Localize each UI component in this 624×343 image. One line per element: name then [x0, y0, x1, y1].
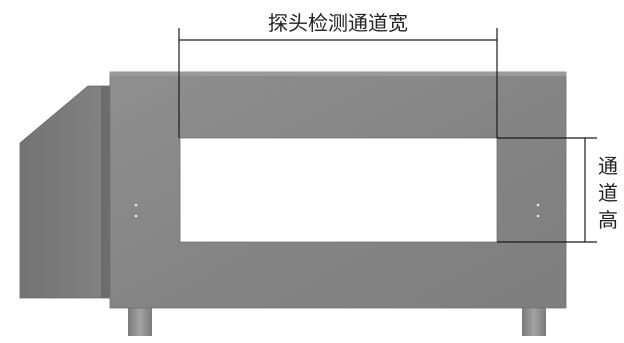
screw-left-top	[134, 203, 138, 207]
height-label-char-3: 高	[598, 208, 618, 232]
left-foot	[128, 306, 152, 336]
height-label-char-1: 通	[598, 154, 618, 178]
side-box-edge	[101, 86, 110, 298]
width-label: 探头检测通道宽	[268, 11, 408, 35]
housing-top-edge	[110, 72, 566, 76]
side-control-box	[19, 85, 111, 299]
screw-left-bottom	[134, 214, 138, 218]
screw-right-bottom	[536, 214, 540, 218]
right-foot	[522, 306, 546, 336]
screw-right-top	[536, 203, 540, 207]
height-label-char-2: 道	[598, 181, 618, 205]
